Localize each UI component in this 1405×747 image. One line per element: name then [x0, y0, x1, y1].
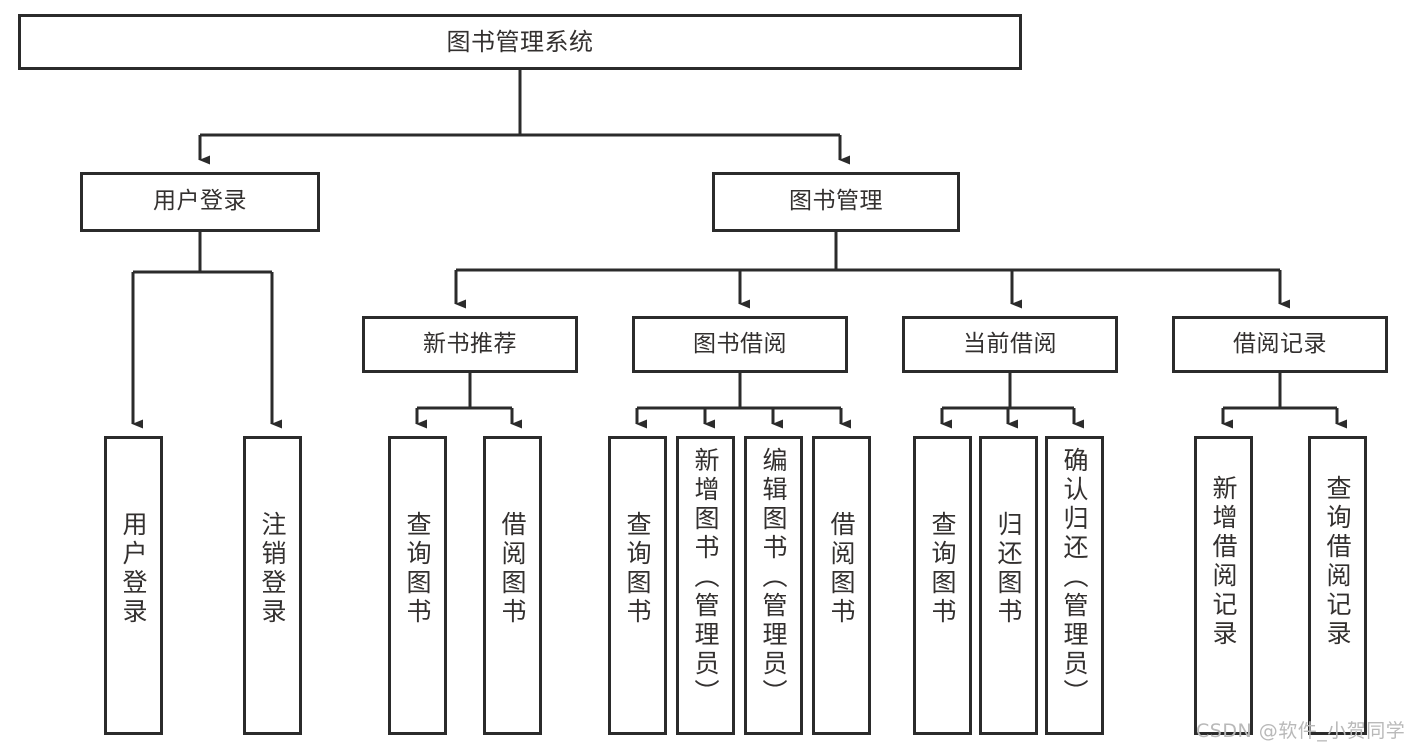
node-leaf-query-book-1-label: 查询图书 — [403, 511, 432, 627]
node-root-system-label: 图书管理系统 — [446, 27, 594, 56]
node-leaf-query-book-2[interactable]: 查询图书 — [608, 436, 667, 735]
node-leaf-logout-login-label: 注销登录 — [258, 511, 287, 627]
node-leaf-add-book-admin-label: 新增图书（管理员） — [691, 447, 720, 708]
node-leaf-logout-login[interactable]: 注销登录 — [243, 436, 302, 735]
node-leaf-query-borrow-record[interactable]: 查询借阅记录 — [1308, 436, 1367, 735]
node-leaf-add-book-admin[interactable]: 新增图书（管理员） — [676, 436, 735, 735]
node-leaf-query-book-3[interactable]: 查询图书 — [913, 436, 972, 735]
node-leaf-edit-book-admin[interactable]: 编辑图书（管理员） — [744, 436, 803, 735]
node-leaf-add-borrow-record[interactable]: 新增借阅记录 — [1194, 436, 1253, 735]
node-new-book-recommend-label: 新书推荐 — [423, 330, 517, 357]
node-current-borrow[interactable]: 当前借阅 — [902, 316, 1118, 373]
node-leaf-add-borrow-record-label: 新增借阅记录 — [1209, 475, 1238, 649]
node-user-login-label: 用户登录 — [153, 188, 247, 215]
node-current-borrow-label: 当前借阅 — [963, 330, 1057, 357]
node-root-system[interactable]: 图书管理系统 — [18, 14, 1022, 70]
node-leaf-query-book-1[interactable]: 查询图书 — [388, 436, 447, 735]
node-leaf-return-book-label: 归还图书 — [994, 511, 1023, 627]
node-leaf-borrow-book-2[interactable]: 借阅图书 — [812, 436, 871, 735]
node-leaf-edit-book-admin-label: 编辑图书（管理员） — [759, 447, 788, 708]
node-new-book-recommend[interactable]: 新书推荐 — [362, 316, 578, 373]
node-user-login[interactable]: 用户登录 — [80, 172, 320, 232]
node-leaf-borrow-book-2-label: 借阅图书 — [827, 511, 856, 627]
node-book-manage-label: 图书管理 — [789, 188, 883, 215]
node-book-manage[interactable]: 图书管理 — [712, 172, 960, 232]
node-book-borrow-label: 图书借阅 — [693, 330, 787, 357]
node-leaf-user-login-label: 用户登录 — [119, 511, 148, 627]
node-leaf-user-login[interactable]: 用户登录 — [104, 436, 163, 735]
node-leaf-query-borrow-record-label: 查询借阅记录 — [1323, 475, 1352, 649]
csdn-watermark: CSDN @软件_小贺同学 — [1196, 720, 1405, 742]
node-leaf-borrow-book-1[interactable]: 借阅图书 — [483, 436, 542, 735]
node-leaf-confirm-return-admin-label: 确认归还（管理员） — [1060, 447, 1089, 708]
node-leaf-return-book[interactable]: 归还图书 — [979, 436, 1038, 735]
node-borrow-record[interactable]: 借阅记录 — [1172, 316, 1388, 373]
node-borrow-record-label: 借阅记录 — [1233, 330, 1327, 357]
node-leaf-query-book-3-label: 查询图书 — [928, 511, 957, 627]
node-leaf-confirm-return-admin[interactable]: 确认归还（管理员） — [1045, 436, 1104, 735]
node-leaf-query-book-2-label: 查询图书 — [623, 511, 652, 627]
node-leaf-borrow-book-1-label: 借阅图书 — [498, 511, 527, 627]
node-book-borrow[interactable]: 图书借阅 — [632, 316, 848, 373]
